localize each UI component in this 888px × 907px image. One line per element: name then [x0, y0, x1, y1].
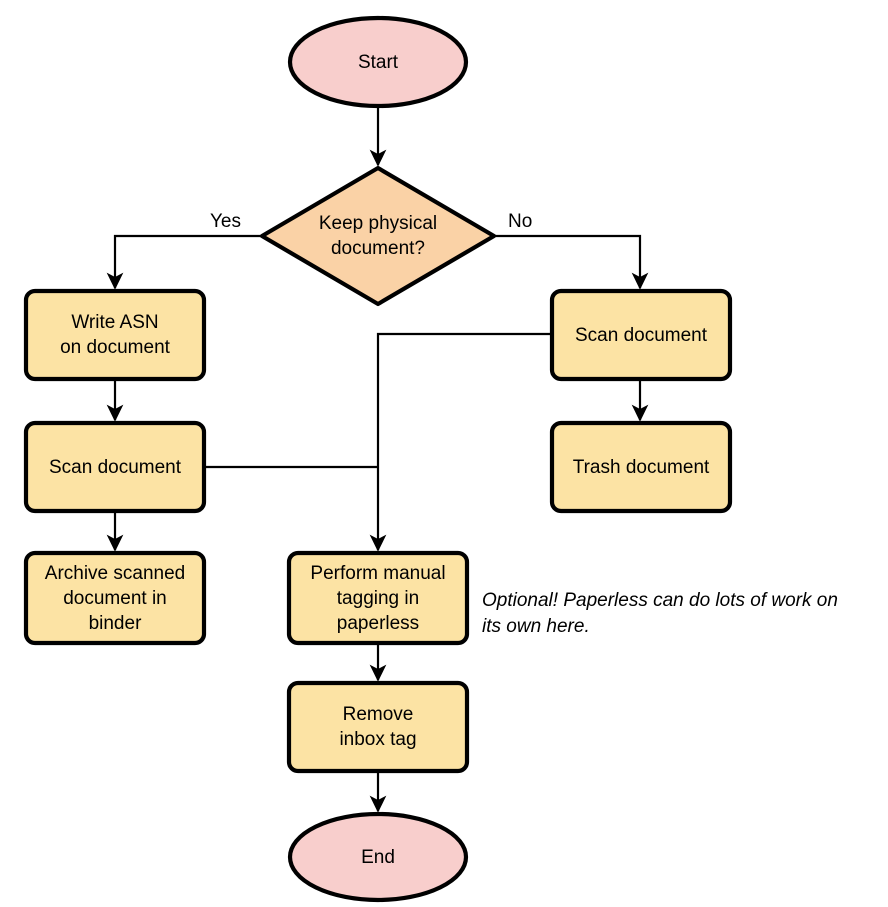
- node-remove-inbox-tag: [286, 680, 470, 774]
- edge-scan-right-to-manual-tagging: [369, 332, 552, 552]
- edge-label-yes: Yes: [210, 211, 241, 232]
- node-keep-physical-document: [259, 165, 497, 307]
- node-start: [287, 15, 469, 109]
- edge-decision-yes-to-write-asn: [106, 234, 262, 290]
- node-perform-manual-tagging-in-paperless: [286, 550, 470, 646]
- node-trash-document: [549, 420, 733, 514]
- edge-label-no: No: [508, 211, 533, 232]
- node-end: [287, 811, 469, 903]
- edge-decision-no-to-scan-right: [494, 234, 649, 290]
- optional-note-text: Optional! Paperless can do lots of work …: [482, 590, 838, 637]
- node-scan-document-left: [23, 420, 207, 514]
- node-write-asn-on-document: [23, 288, 207, 382]
- node-archive-scanned-document-in-binder: [23, 550, 207, 646]
- node-scan-document-right: [549, 288, 733, 382]
